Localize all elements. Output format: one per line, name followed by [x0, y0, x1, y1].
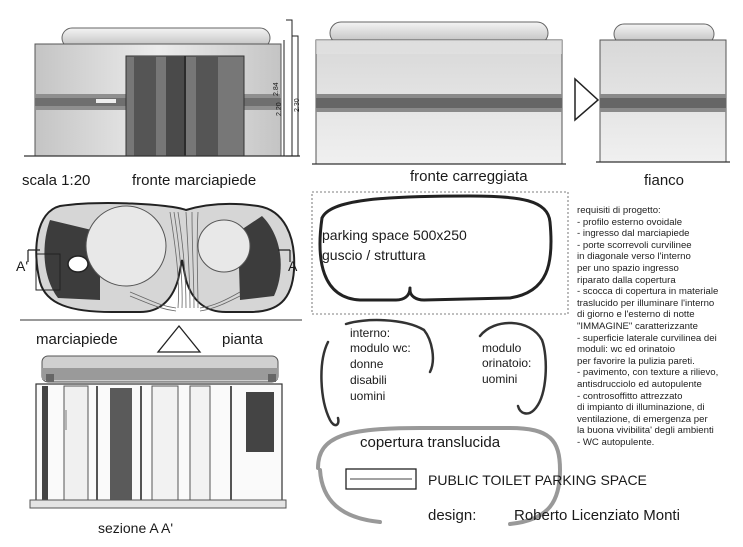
- note-line: in diagonale verso l'interno: [577, 251, 691, 263]
- modulo-line-2: orinatoio:: [482, 356, 532, 370]
- copertura-label: copertura translucida: [360, 434, 501, 451]
- design-label: design:: [428, 507, 477, 524]
- fianco-label: fianco: [644, 172, 685, 189]
- dimension-markers: [283, 19, 299, 157]
- fronte-marciapiede-label: fronte marciapiede: [132, 172, 257, 189]
- elevation-fianco: [596, 23, 730, 163]
- elevation-fronte-carreggiata: [312, 21, 566, 165]
- note-line: di impianto di illuminazione, di: [577, 402, 705, 414]
- note-line: per uno spazio ingresso: [577, 262, 679, 274]
- section-marker-a: A: [288, 258, 298, 274]
- interno-line-3: donne: [350, 357, 384, 371]
- dimension-2-84: 2.84: [273, 82, 280, 96]
- view-arrow: [574, 77, 600, 122]
- project-title: PUBLIC TOILET PARKING SPACE: [428, 472, 647, 488]
- parking-space-label: parking space 500x250: [322, 227, 467, 243]
- note-line: - controsoffitto attrezzato: [577, 390, 683, 402]
- note-line: - profilo esterno ovoidale: [577, 216, 683, 228]
- elevation-fronte-marciapiede: [24, 27, 300, 157]
- sezione-label: sezione A A': [98, 520, 174, 536]
- note-line: per favorire la pulizia pareti.: [577, 355, 695, 367]
- note-line: la buona vivibilita' degli ambienti: [577, 425, 714, 437]
- note-line: moduli: wc ed orinatoio: [577, 344, 676, 356]
- pianta-label: pianta: [222, 331, 263, 348]
- note-line: - porte scorrevoli curvilinee: [577, 239, 692, 251]
- note-line: - ingresso dal marciapiede: [577, 228, 690, 240]
- dimension-2-30: 2.30: [294, 98, 301, 112]
- requirements-notes: requisiti di progetto: - profilo esterno…: [577, 205, 741, 448]
- note-line: - scocca di copertura in materiale: [577, 286, 719, 298]
- interno-line-5: uomini: [350, 389, 386, 403]
- interno-line-4: disabili: [350, 373, 387, 387]
- note-line: di giorno e l'esterno di notte: [577, 309, 695, 321]
- dimension-2-20: 2.20: [276, 102, 283, 116]
- modulo-line-1: modulo: [482, 341, 522, 355]
- parking-space-diagram: [311, 191, 569, 526]
- section-marker-a-prime: A': [16, 258, 29, 274]
- scale-label: scala 1:20: [22, 172, 91, 189]
- note-line: "IMMAGINE" caratterizzante: [577, 320, 698, 332]
- plan-pianta: [20, 202, 302, 353]
- fronte-carreggiata-label: fronte carreggiata: [410, 168, 528, 185]
- guscio-label: guscio / struttura: [322, 247, 426, 263]
- note-line: requisiti di progetto:: [577, 205, 661, 216]
- note-line: - WC autopulente.: [577, 436, 655, 448]
- note-line: riparato dalla copertura: [577, 274, 676, 286]
- marciapiede-label: marciapiede: [36, 331, 118, 348]
- note-line: traslucido per illuminare l'interno: [577, 297, 715, 309]
- modulo-line-3: uomini: [482, 372, 518, 386]
- designer-name: Roberto Licenziato Monti: [514, 507, 680, 524]
- note-line: antisdrucciolo ed autopulente: [577, 378, 702, 390]
- note-line: ventilazione, di emergenza per: [577, 413, 708, 425]
- section-a-a: [29, 355, 287, 509]
- note-line: - superficie laterale curvilinea dei: [577, 332, 717, 344]
- note-line: - pavimento, con texture a rilievo,: [577, 367, 719, 379]
- interno-line-1: interno:: [350, 326, 391, 340]
- interno-line-2: modulo wc:: [350, 341, 411, 355]
